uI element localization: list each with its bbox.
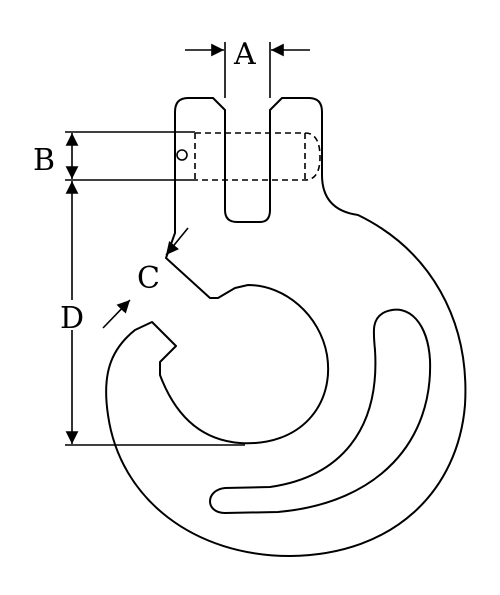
pin-hidden-outline xyxy=(195,132,321,181)
label-c: C xyxy=(137,261,160,296)
hook-inner-slot xyxy=(209,308,432,514)
label-a: A xyxy=(233,37,256,72)
label-d: D xyxy=(60,301,84,336)
pin-hole-icon xyxy=(176,149,188,161)
hook-outline xyxy=(105,97,467,557)
dim-c-arrow-upper xyxy=(165,227,189,256)
label-b: B xyxy=(33,143,55,178)
dim-c-arrow-lower xyxy=(102,299,131,329)
